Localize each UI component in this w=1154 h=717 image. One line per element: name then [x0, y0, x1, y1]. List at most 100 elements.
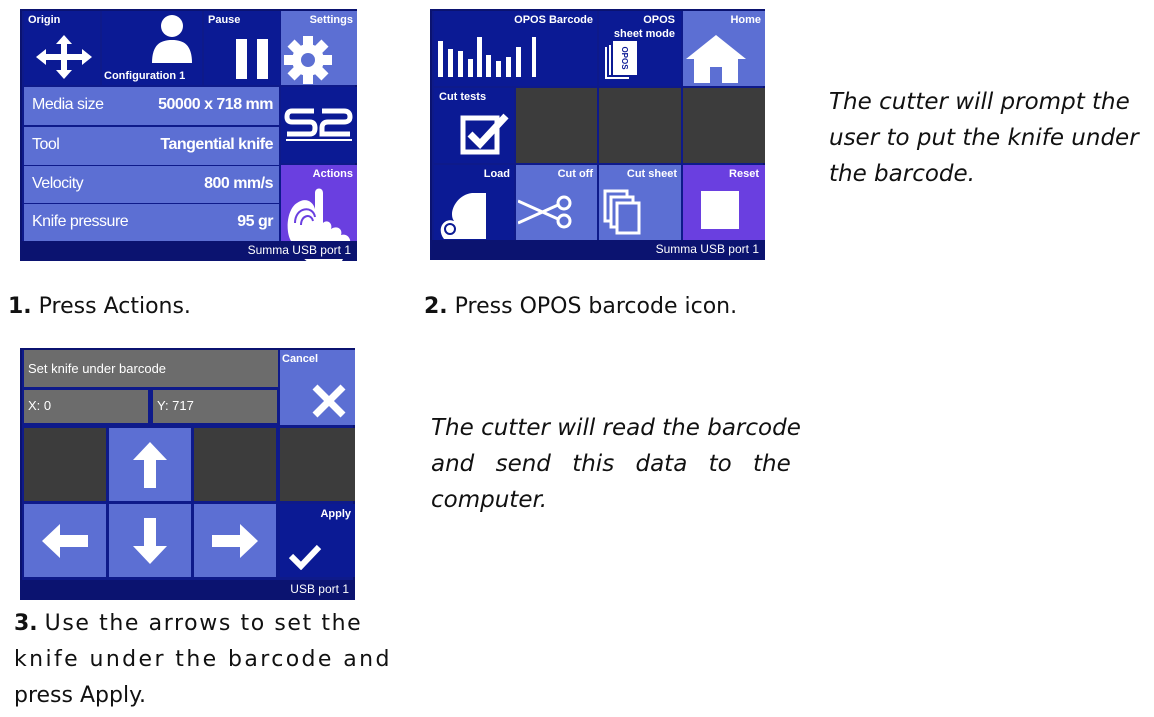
velocity-value: 800 mm/s — [204, 175, 273, 192]
origin-button[interactable]: Origin — [24, 11, 100, 85]
cut-sheet-label: Cut sheet — [626, 168, 677, 180]
status-text: Summa USB port 1 — [655, 242, 759, 256]
stop-square-icon — [701, 191, 739, 229]
step-1-caption: 1. Press Actions. — [8, 294, 191, 319]
pause-label: Pause — [208, 14, 241, 26]
media-size-value: 50000 x 718 mm — [158, 96, 273, 113]
note-line: the barcode. — [829, 161, 975, 187]
user-icon — [152, 15, 192, 63]
reset-label: Reset — [729, 168, 759, 180]
knife-pressure-value: 95 gr — [237, 213, 273, 230]
step-2-caption: 2. Press OPOS barcode icon. — [424, 294, 737, 319]
close-icon — [312, 384, 346, 418]
tool-label: Tool — [32, 136, 60, 153]
step-3-text-1: Use the arrows to set the — [44, 611, 363, 636]
tool-row: Tool Tangential knife — [24, 127, 279, 165]
arrow-right-button[interactable] — [194, 504, 276, 577]
tool-value: Tangential knife — [160, 136, 273, 153]
s2-class-logo-mark — [284, 108, 353, 141]
checkbox-icon — [460, 113, 509, 155]
knife-pressure-label: Knife pressure — [32, 213, 129, 230]
home-button[interactable]: Home — [683, 11, 765, 86]
origin-label: Origin — [28, 14, 61, 26]
screen-actions-menu: OPOS Barcode OPOS sheet mode OPOS — [430, 9, 765, 260]
home-label: Home — [730, 14, 761, 26]
scissors-icon — [518, 195, 572, 229]
cancel-label: Cancel — [282, 353, 319, 365]
note-line: The cutter will read the barcode — [431, 415, 801, 441]
media-roll-icon — [440, 193, 486, 239]
step-3-line: knife under the barcode and — [14, 647, 392, 672]
arrow-left-icon — [42, 524, 88, 558]
opos-barcode-label: OPOS Barcode — [514, 14, 593, 26]
note-line: computer. — [431, 487, 548, 513]
settings-button[interactable]: Settings — [281, 11, 357, 85]
move-arrows-icon — [36, 35, 92, 79]
step-3-caption: 3. Use the arrows to set the knife under… — [14, 606, 402, 714]
screen-set-knife: Set knife under barcode X: 0 Y: 717 Canc… — [20, 348, 355, 600]
home-icon — [686, 35, 746, 83]
opos-sheet-mode-button[interactable]: OPOS sheet mode OPOS — [599, 11, 681, 86]
step-3-line: press Apply. — [14, 683, 146, 708]
empty-tile — [280, 428, 355, 501]
svg-text:OPOS: OPOS — [620, 46, 629, 70]
load-button[interactable]: Load — [434, 165, 514, 240]
load-label: Load — [483, 168, 510, 180]
step-2-text: Press OPOS barcode icon. — [454, 294, 738, 319]
knife-pressure-row: Knife pressure 95 gr — [24, 204, 279, 241]
empty-tile — [24, 428, 106, 501]
note-prompt-knife: The cutter will prompt the user to put t… — [829, 84, 1139, 192]
cut-tests-label: Cut tests — [439, 91, 487, 103]
dialog-title-bar: Set knife under barcode — [24, 350, 278, 387]
media-size-row: Media size 50000 x 718 mm — [24, 87, 279, 125]
step-2-number: 2. — [424, 294, 448, 319]
empty-tile — [516, 88, 597, 163]
cut-off-button[interactable]: Cut off — [516, 165, 597, 240]
empty-tile — [599, 88, 681, 163]
velocity-row: Velocity 800 mm/s — [24, 166, 279, 203]
status-bar: Summa USB port 1 — [432, 240, 763, 258]
dialog-title: Set knife under barcode — [28, 361, 167, 376]
checkmark-icon — [288, 544, 322, 570]
cut-off-label: Cut off — [557, 168, 593, 180]
x-coordinate-value: X: 0 — [28, 398, 52, 413]
actions-label: Actions — [312, 168, 353, 180]
reset-button[interactable]: Reset — [683, 165, 765, 240]
pause-icon — [236, 39, 268, 79]
status-bar: USB port 1 — [22, 580, 353, 598]
status-text: USB port 1 — [290, 582, 349, 596]
apply-label: Apply — [320, 508, 351, 520]
arrow-down-button[interactable] — [109, 504, 191, 577]
y-coordinate-field: Y: 717 — [153, 390, 277, 423]
media-size-label: Media size — [32, 96, 104, 113]
configuration-button[interactable]: Configuration 1 — [102, 11, 202, 85]
y-coordinate-value: Y: 717 — [157, 398, 194, 413]
arrow-right-icon — [212, 524, 258, 558]
step-3-number: 3. — [14, 611, 38, 636]
step-1-number: 1. — [8, 294, 32, 319]
barcode-icon — [438, 37, 536, 77]
arrow-left-button[interactable] — [24, 504, 106, 577]
configuration-label: Configuration 1 — [104, 70, 186, 82]
s2-class-logo — [281, 87, 357, 163]
screen-main-menu: Origin Configuration 1 Pause Settin — [20, 9, 357, 263]
step-1-text: Press Actions. — [38, 294, 191, 319]
opos-sheet-mode-label: OPOS sheet mode — [613, 14, 675, 40]
x-coordinate-field: X: 0 — [24, 390, 148, 423]
cut-sheet-button[interactable]: Cut sheet — [599, 165, 681, 240]
settings-label: Settings — [309, 14, 353, 26]
sheets-icon — [603, 189, 641, 235]
apply-button[interactable]: Apply — [280, 504, 355, 577]
pause-button[interactable]: Pause — [204, 11, 280, 85]
actions-button[interactable]: Actions — [281, 165, 357, 263]
arrow-up-button[interactable] — [109, 428, 191, 501]
empty-tile — [683, 88, 765, 163]
note-line: The cutter will prompt the — [829, 89, 1130, 115]
status-bar: Summa USB port 1 — [22, 241, 355, 259]
cancel-button[interactable]: Cancel — [280, 350, 355, 425]
cut-tests-button[interactable]: Cut tests — [434, 88, 514, 163]
arrow-down-icon — [133, 518, 167, 564]
note-line: user to put the knife under — [829, 125, 1139, 151]
opos-barcode-button[interactable]: OPOS Barcode — [434, 11, 597, 86]
note-read-barcode: The cutter will read the barcode and sen… — [431, 410, 801, 518]
